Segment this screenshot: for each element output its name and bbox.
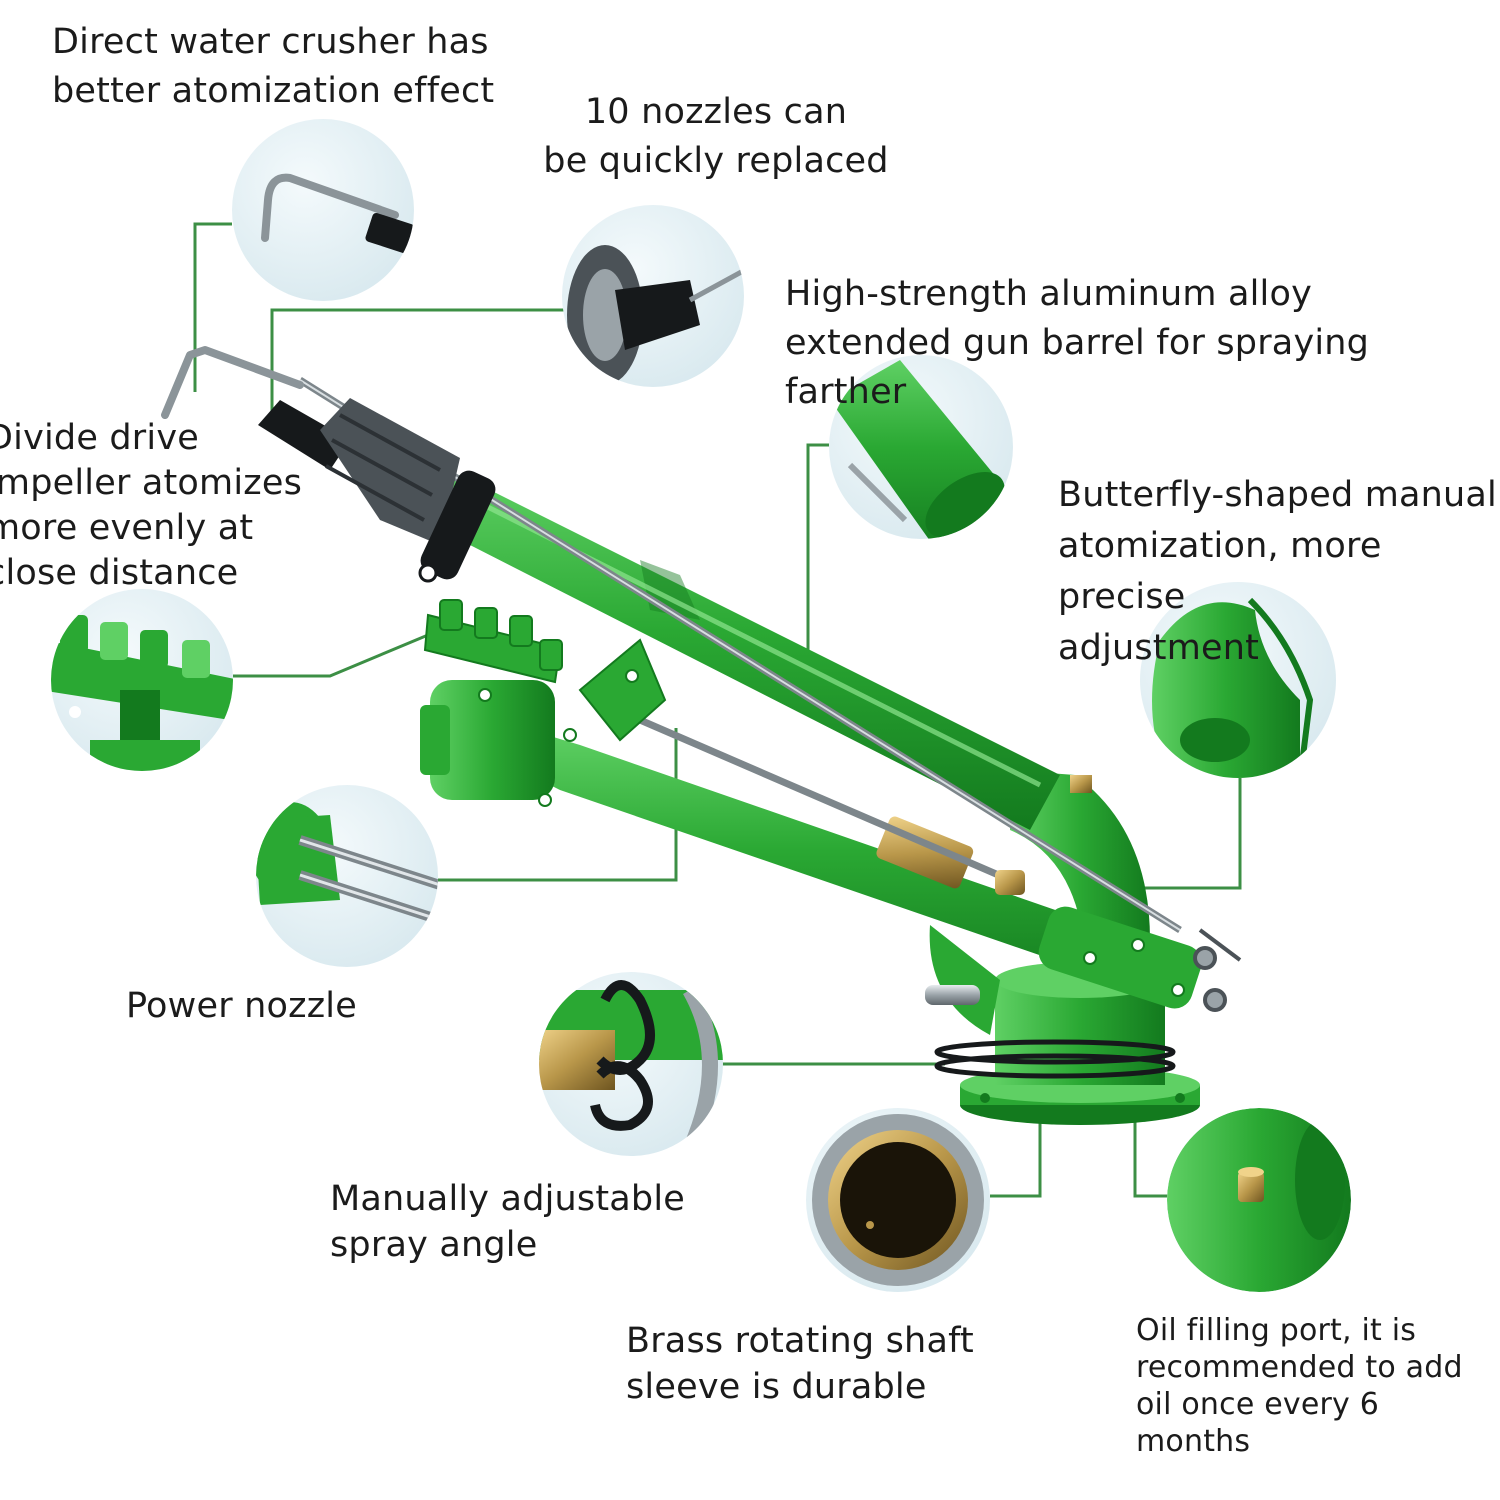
leader-lines — [193, 222, 1242, 1198]
detail-circle-butterfly — [1140, 582, 1336, 778]
detail-circle-barrel — [829, 355, 1013, 539]
label-power: Power nozzle — [126, 986, 357, 1026]
detail-circle-impeller — [51, 589, 233, 771]
label-impeller: Divide drive impeller atomizes more even… — [0, 418, 303, 593]
lower-arm — [520, 730, 1185, 1000]
label-brass: Brass rotating shaft sleeve is durable — [626, 1321, 974, 1407]
detail-circle-power — [256, 785, 438, 967]
leader-butterfly — [1115, 778, 1242, 890]
impeller — [423, 599, 563, 684]
leader-nozzles — [270, 308, 566, 420]
nozzle-tip — [258, 400, 350, 470]
crusher-hook — [161, 346, 304, 419]
detail-circle-angle — [539, 972, 723, 1156]
detail-circle-nozzles — [562, 205, 744, 387]
drive-impeller-icon — [51, 615, 233, 771]
water-crusher-hook-icon — [261, 173, 414, 254]
leader-barrel — [806, 443, 829, 672]
label-butterfly: Butterfly-shaped manual atomization, mor… — [1058, 475, 1497, 668]
leader-impeller — [233, 628, 441, 678]
detail-circle-oil — [1167, 1108, 1351, 1292]
label-barrel: High-strength aluminum alloy extended gu… — [785, 274, 1370, 412]
leader-brass — [990, 1110, 1042, 1198]
brass-sleeve-icon — [812, 1114, 984, 1286]
power-nozzle-body — [420, 680, 577, 807]
label-angle: Manually adjustable spray angle — [330, 1179, 685, 1265]
label-nozzles: 10 nozzles can be quickly replaced — [543, 92, 889, 181]
detail-circle-crusher — [232, 119, 414, 301]
label-crusher: Direct water crusher has better atomizat… — [52, 22, 495, 111]
leader-oil — [1133, 1090, 1168, 1198]
sprinkler-gun — [161, 346, 1242, 1125]
replaceable-nozzle-icon — [567, 245, 744, 385]
oil-port-icon — [1167, 1108, 1351, 1292]
angle-spring-icon — [539, 980, 723, 1154]
leader-crusher — [193, 222, 232, 392]
gun-barrel-icon — [830, 360, 1013, 539]
detail-circle-brass — [806, 1108, 990, 1292]
butterfly-adjuster-icon — [1152, 597, 1314, 778]
label-oil: Oil filling port, it is recommended to a… — [1136, 1313, 1463, 1459]
